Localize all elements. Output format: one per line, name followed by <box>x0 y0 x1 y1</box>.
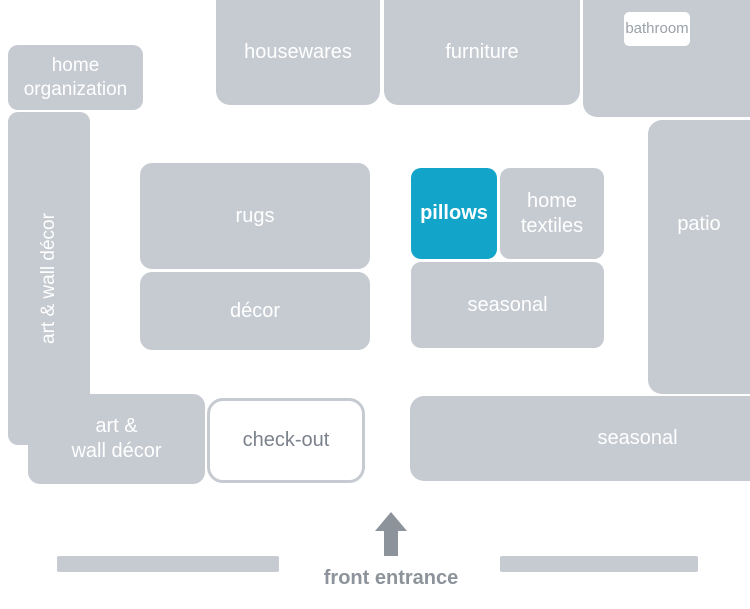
entrance-arrow-icon <box>375 512 407 556</box>
wall-bottom-left <box>57 556 279 572</box>
area-patio: patio <box>648 120 750 394</box>
area-pillows: pillows <box>411 168 497 259</box>
front-entrance-label: front entrance <box>323 567 459 589</box>
area-seasonal-right: seasonal <box>410 396 750 481</box>
area-seasonal-center: seasonal <box>411 262 604 348</box>
area-home-organization: home organization <box>8 45 143 110</box>
arrow-shaft <box>384 530 398 556</box>
area-housewares: housewares <box>216 0 380 105</box>
area-decor: décor <box>140 272 370 350</box>
area-home-textiles: home textiles <box>500 168 604 259</box>
arrow-head <box>375 512 407 531</box>
area-rugs: rugs <box>140 163 370 269</box>
room-bathroom: bathroom <box>621 9 693 49</box>
wall-bottom-right <box>500 556 698 572</box>
area-checkout: check-out <box>207 398 365 483</box>
area-furniture: furniture <box>384 0 580 105</box>
area-art-wall-decor-corner: art & wall décor <box>28 394 205 484</box>
